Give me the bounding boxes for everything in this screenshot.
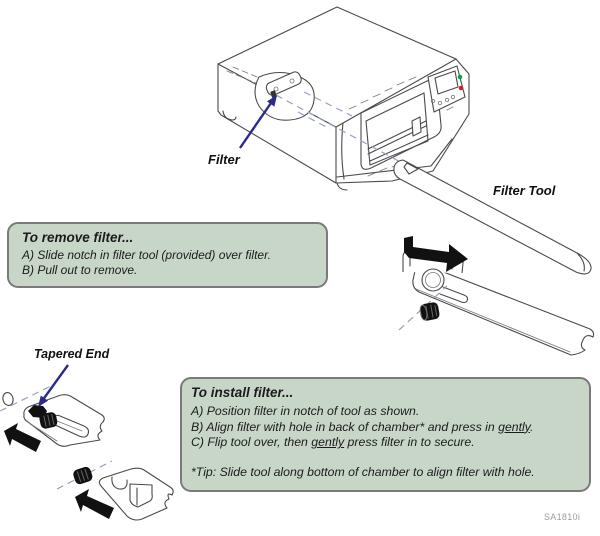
- figure-code: SA1810i: [544, 512, 581, 522]
- device-illustration: [217, 6, 470, 191]
- control-panel: [427, 65, 466, 113]
- remove-filter-instructions: To remove filter... A) Slide notch in fi…: [7, 222, 328, 288]
- filter-cylinder: [419, 302, 440, 321]
- filter-tool-label: Filter Tool: [493, 183, 556, 198]
- remove-step-b: B) Pull out to remove.: [22, 263, 138, 277]
- filter-cylinder: [73, 466, 93, 485]
- filter-tool-closeup-illustration: [398, 236, 595, 356]
- flipped-tool-illustration: [56, 460, 174, 521]
- filter-tool-illustration: [393, 159, 592, 275]
- keyhole-cutout: [421, 268, 445, 292]
- filter-cylinder: [39, 412, 58, 429]
- step-b-end: .: [530, 419, 534, 434]
- remove-title: To remove filter...: [22, 230, 134, 245]
- filter-pointer-arrow: [239, 95, 277, 149]
- tapered-end-illustration: [0, 383, 105, 452]
- green-led: [457, 74, 463, 80]
- install-step-c: C) Flip tool over, then gently press fil…: [191, 435, 589, 451]
- step-b-underlined: gently: [498, 419, 531, 434]
- install-step-a: A) Position filter in notch of tool as s…: [191, 403, 420, 418]
- push-direction-arrow: [4, 423, 41, 452]
- alignment-dash-line: [275, 94, 405, 165]
- display: [434, 70, 459, 95]
- tapered-end-label: Tapered End: [34, 347, 110, 361]
- tool-notch: [403, 162, 419, 175]
- chamber-opening: [360, 79, 442, 170]
- tool-notch: [111, 476, 128, 490]
- step-c-end: press filter in to secure.: [344, 435, 475, 450]
- push-direction-arrow: [75, 489, 114, 519]
- slide-direction-arrow: [404, 236, 468, 272]
- install-tip: *Tip: Slide tool along bottom of chamber…: [191, 465, 535, 480]
- step-b-text: B) Align filter with hole in back of cha…: [191, 419, 499, 434]
- install-title: To install filter...: [191, 385, 294, 400]
- remove-step-a: A) Slide notch in filter tool (provided)…: [22, 248, 271, 262]
- install-filter-instructions: To install filter... A) Position filter …: [180, 377, 591, 492]
- install-step-b: B) Align filter with hole in back of cha…: [191, 420, 589, 436]
- tapered-end-pointer-arrow: [38, 364, 69, 407]
- hole-ring: [2, 392, 14, 406]
- filter-label: Filter: [208, 152, 240, 167]
- red-led: [458, 85, 464, 91]
- step-c-underlined: gently: [311, 435, 345, 450]
- step-c-text: C) Flip tool over, then: [191, 435, 312, 450]
